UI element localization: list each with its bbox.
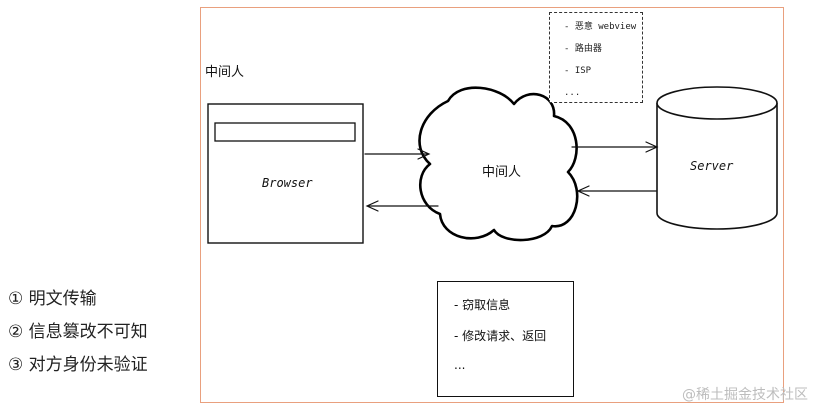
server-cylinder: [656, 103, 778, 230]
diagram-frame: [200, 7, 784, 403]
risk-unverified-identity: ③ 对方身份未验证: [8, 355, 148, 375]
arrow-mitm-to-browser: [365, 200, 439, 212]
credit-watermark: @稀土掘金技术社区: [682, 387, 808, 403]
attacker-type-isp: - ISP: [564, 66, 592, 76]
server-cylinder-top: [656, 86, 778, 120]
browser-address-bar: [214, 122, 356, 142]
mitm-cloud-label: 中间人: [482, 165, 522, 180]
arrow-server-to-mitm: [576, 185, 657, 197]
risk-plaintext: ① 明文传输: [8, 289, 97, 309]
risk-list: ① 明文传输 ② 信息篡改不可知 ③ 对方身份未验证: [8, 287, 148, 386]
mitm-cloud: [418, 86, 579, 242]
attacker-type-more: ...: [564, 88, 581, 98]
browser-label: Browser: [262, 176, 313, 190]
attacker-type-router: - 路由器: [564, 44, 602, 54]
server-label: Server: [690, 159, 734, 173]
attacker-actions-box: - 窃取信息 - 修改请求、返回 ...: [437, 281, 574, 397]
arrow-mitm-to-server: [571, 141, 659, 153]
action-modify-request: - 修改请求、返回: [454, 329, 547, 343]
attacker-types-box: - 恶意 webview - 路由器 - ISP ...: [549, 12, 643, 103]
action-steal-info: - 窃取信息: [454, 298, 511, 312]
attacker-type-webview: - 恶意 webview: [564, 22, 637, 32]
arrow-browser-to-mitm: [364, 148, 431, 160]
action-more: ...: [454, 358, 466, 372]
risk-tampering: ② 信息篡改不可知: [8, 322, 148, 342]
mitm-top-label: 中间人: [205, 65, 245, 80]
